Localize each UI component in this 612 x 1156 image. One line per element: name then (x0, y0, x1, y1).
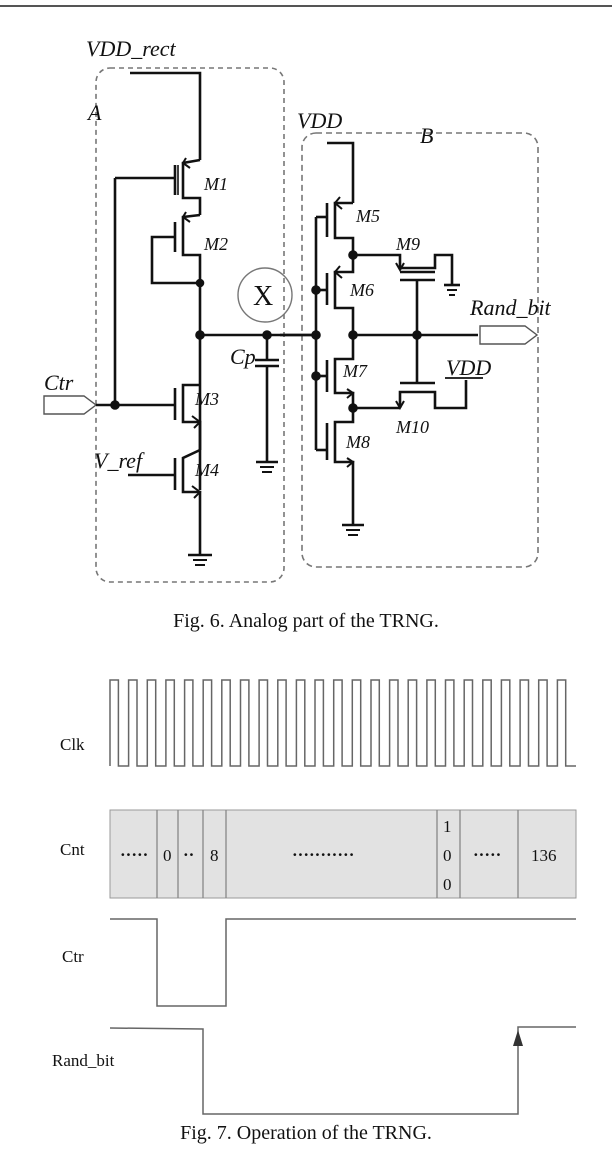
wire-vdd-rect (130, 71, 202, 160)
ctr-input-port (43, 395, 98, 415)
cnt-cell-100-digit-3: 0 (443, 875, 452, 894)
label-vdd-rect: VDD_rect (86, 36, 176, 61)
clk-waveform (109, 679, 576, 767)
label-m1: M1 (203, 174, 228, 194)
label-m3: M3 (194, 389, 219, 409)
block-a-boundary (95, 67, 285, 583)
rand-bit-output-port (479, 325, 539, 345)
label-m5: M5 (355, 206, 380, 226)
cnt-cell-0: 0 (163, 846, 172, 865)
rand-bit-waveform (109, 1026, 576, 1115)
cnt-cell-8: 8 (210, 846, 219, 865)
analog-schematic: VDD_rect A VDD B M1 M2 M3 M4 M5 M6 M7 M8… (43, 36, 552, 583)
cnt-bus (109, 809, 577, 899)
block-b-boundary (301, 132, 539, 568)
label-v-ref: V_ref (94, 448, 145, 473)
label-ctr: Ctr (44, 370, 74, 395)
label-node-x: X (253, 281, 273, 312)
cnt-cell-dots-4: ····· (473, 845, 501, 864)
cnt-cell-136: 136 (531, 846, 557, 865)
cnt-cell-dots-3: ··········· (292, 845, 354, 864)
label-m8: M8 (345, 432, 370, 452)
cnt-cell-dots-2: ·· (183, 845, 194, 864)
label-m2: M2 (203, 234, 228, 254)
signal-label-rand-bit: Rand_bit (52, 1051, 115, 1070)
label-m7: M7 (342, 361, 368, 381)
node-x-marker (237, 267, 293, 323)
label-m4: M4 (194, 460, 219, 480)
cnt-cell-dots-1: ····· (120, 845, 148, 864)
label-block-a: A (86, 100, 102, 125)
label-vdd-b: VDD (297, 108, 342, 133)
ctr-waveform (110, 918, 576, 1007)
figure-7-caption: Fig. 7. Operation of the TRNG. (180, 1122, 432, 1144)
label-block-b: B (420, 123, 433, 148)
signal-label-ctr: Ctr (62, 947, 84, 966)
signal-label-cnt: Cnt (60, 840, 85, 859)
cnt-cell-100-digit-1: 1 (443, 817, 452, 836)
rand-bit-arrowhead-icon (513, 1030, 523, 1046)
figure-6-caption: Fig. 6. Analog part of the TRNG. (173, 610, 439, 632)
label-vdd-m10: VDD (446, 355, 491, 380)
label-m10: M10 (395, 417, 429, 437)
signal-label-clk: Clk (60, 735, 85, 754)
label-rand-bit: Rand_bit (469, 295, 552, 320)
label-cp: Cp (230, 344, 256, 369)
page-top-rule (0, 5, 612, 7)
label-m6: M6 (349, 280, 374, 300)
cnt-cell-100-digit-2: 0 (443, 846, 452, 865)
label-m9: M9 (395, 234, 420, 254)
